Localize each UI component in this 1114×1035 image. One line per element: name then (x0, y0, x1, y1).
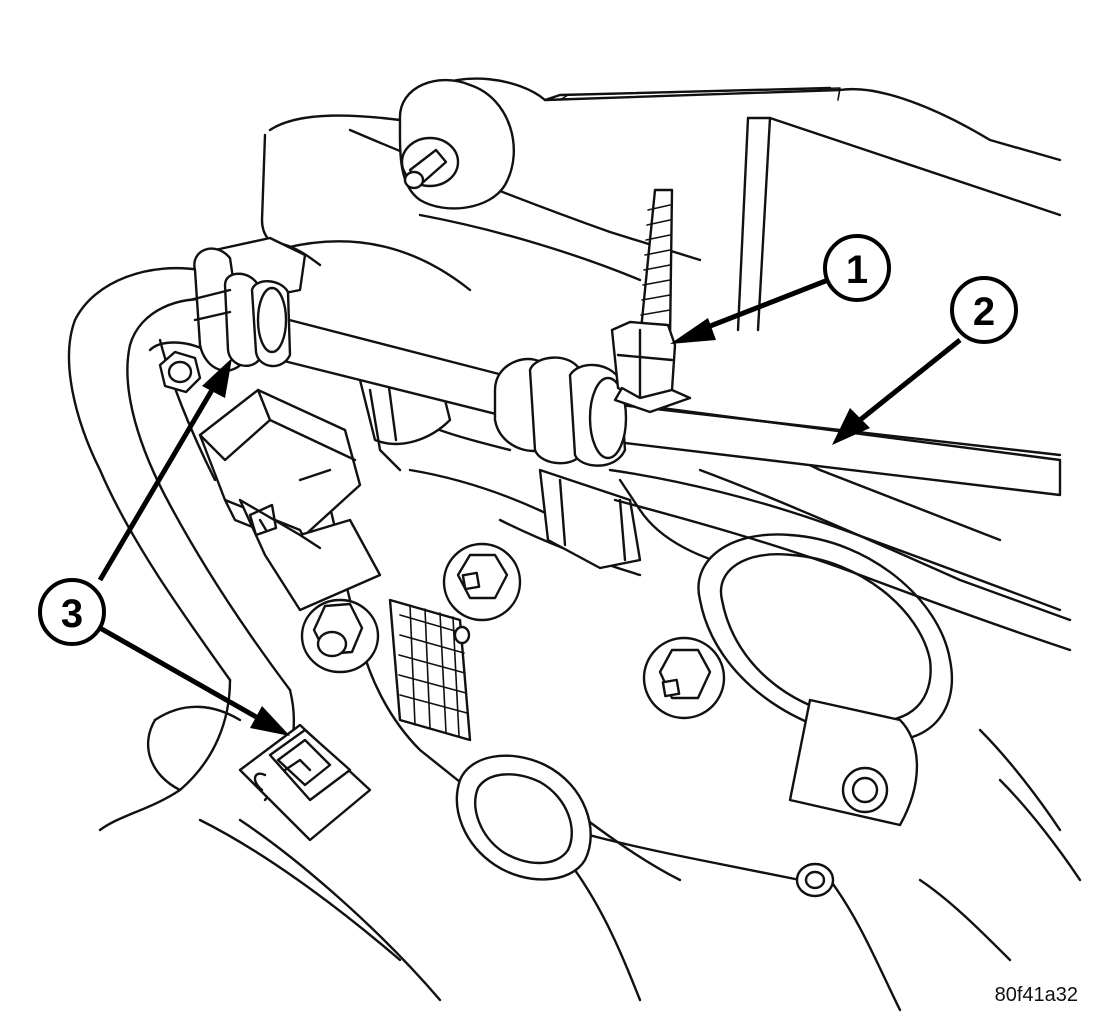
hose-clip (238, 723, 372, 842)
threaded-stud (610, 188, 692, 414)
upper-mount-boss (398, 78, 515, 210)
lower-port (455, 754, 592, 881)
callout-3: 3 (38, 578, 106, 646)
rod-left-end (188, 236, 307, 372)
figure-identifier: 80f41a32 (994, 984, 1078, 1006)
leader-arrow-2 (832, 338, 962, 445)
callout-1-label: 1 (846, 248, 868, 292)
sensor-connector (198, 388, 382, 612)
exhaust-manifold (67, 266, 442, 1002)
callout-3-label: 3 (61, 592, 83, 636)
leader-arrow-1 (670, 277, 829, 344)
rod-bushing (493, 356, 628, 467)
leader-arrow-3b (98, 625, 290, 736)
mounting-bracket (788, 698, 919, 898)
head-bolt-upper (442, 542, 522, 622)
head-bolt-middle (642, 636, 726, 720)
leader-arrow-3a (97, 358, 232, 582)
head-bolt-lower (300, 598, 380, 674)
manifold-bolt-left (148, 341, 207, 394)
cast-grid (388, 598, 472, 742)
heat-shield-bar (538, 468, 1072, 652)
callout-2-label: 2 (973, 290, 995, 334)
callout-2: 2 (950, 276, 1018, 344)
callout-1: 1 (823, 234, 891, 302)
